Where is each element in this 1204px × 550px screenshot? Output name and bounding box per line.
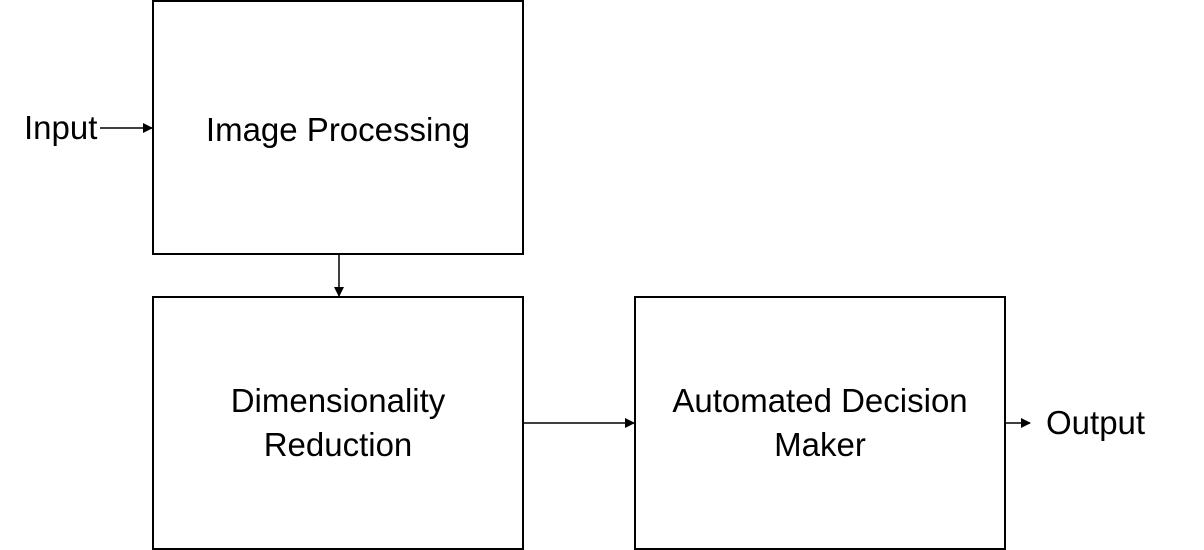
node-automated-decision-maker-label-line-1: Automated Decision (672, 382, 968, 419)
node-dimensionality-reduction: Dimensionality Reduction (152, 296, 524, 550)
node-image-processing-label: Image Processing (205, 111, 471, 148)
node-image-processing: Image Processing (152, 0, 524, 255)
input-label: Input (24, 109, 98, 146)
node-dimensionality-reduction-label-line-2: Reduction (263, 426, 413, 463)
node-dimensionality-reduction-label-line-1: Dimensionality (230, 382, 446, 419)
node-automated-decision-maker-label-line-2: Maker (774, 426, 866, 463)
node-automated-decision-maker: Automated Decision Maker (634, 296, 1006, 550)
output-label: Output (1046, 404, 1146, 441)
